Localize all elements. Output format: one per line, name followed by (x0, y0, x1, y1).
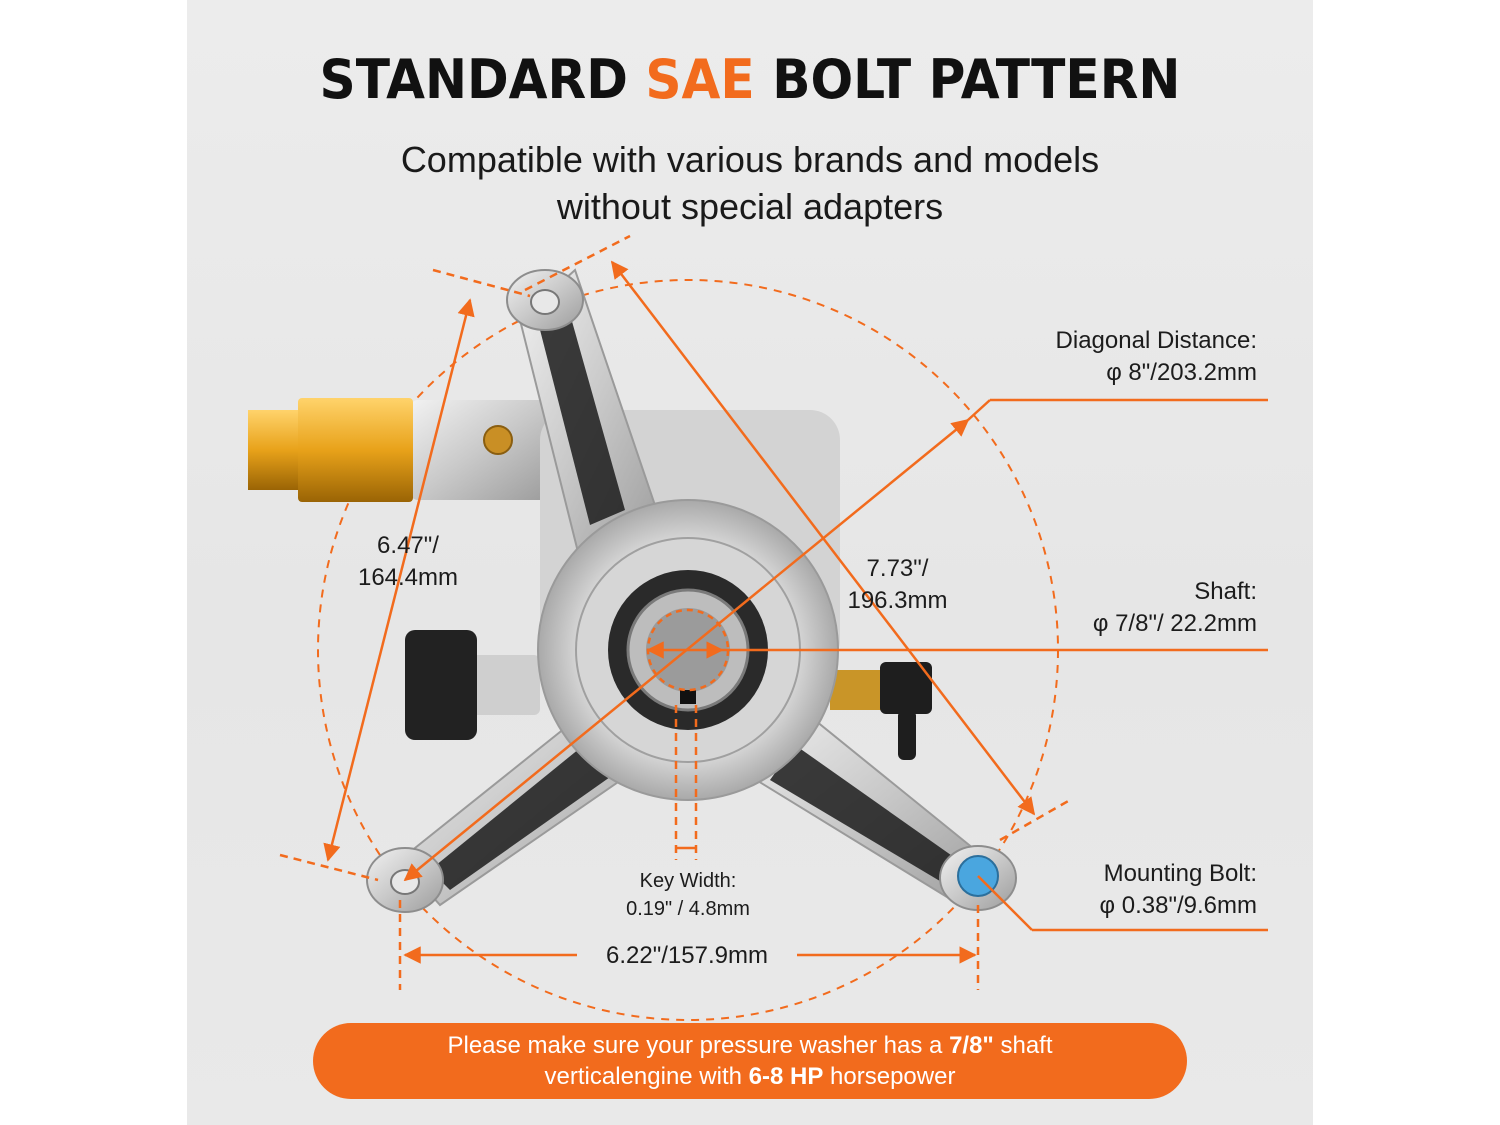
notice-line-2: verticalengine with 6-8 HP horsepower (544, 1063, 956, 1090)
mounting-bolt-label: Mounting Bolt: φ 0.38"/9.6mm (1099, 860, 1257, 919)
title-accent: SAE (645, 48, 755, 111)
bottom-dimension-label: 6.22"/157.9mm (577, 940, 797, 972)
subtitle-line-1: Compatible with various brands and model… (400, 139, 1100, 180)
notice-line-1: Please make sure your pressure washer ha… (447, 1032, 1053, 1059)
notice-banner: Please make sure your pressure washer ha… (313, 1023, 1187, 1099)
left-dimension-label: 6.47"/ 164.4mm (357, 532, 459, 591)
right-dimension-label: 7.73"/ 196.3mm (847, 555, 948, 614)
left-dimension-line (323, 298, 475, 862)
subtitle: Compatible with various brands and model… (187, 136, 1313, 230)
diagonal-distance-label: Diagonal Distance: φ 8"/203.2mm (1055, 327, 1257, 386)
bolt-leader-line (977, 875, 1033, 931)
subtitle-line-2: without special adapters (556, 186, 944, 227)
page-title: STANDARD SAE BOLT PATTERN (319, 48, 1181, 111)
shaft-label: Shaft: φ 7/8"/ 22.2mm (1092, 578, 1257, 637)
key-width-label: Key Width: 0.19" / 4.8mm (626, 870, 750, 920)
